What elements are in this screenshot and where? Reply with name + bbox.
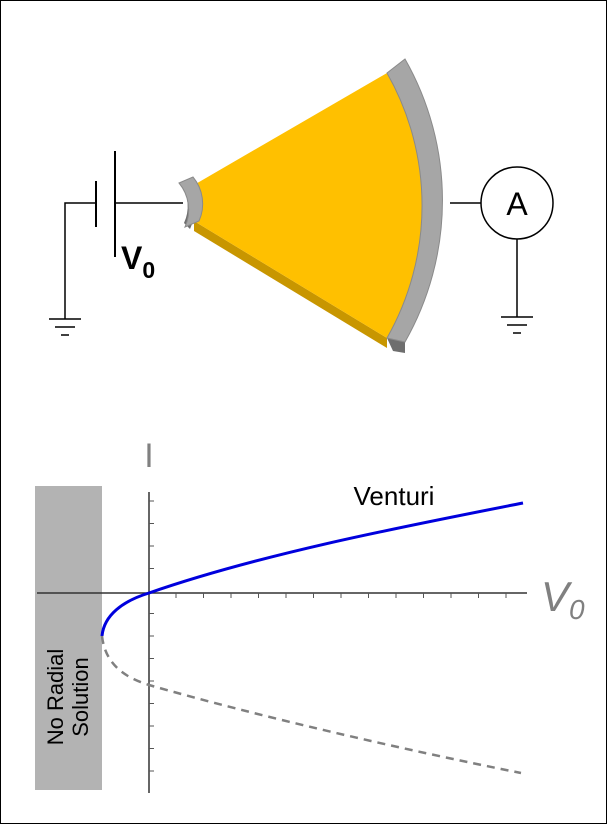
iv-plot: No Radial Solution I V0 Venturi <box>35 437 585 793</box>
curve-label-venturi: Venturi <box>354 481 435 511</box>
battery-symbol <box>95 151 116 257</box>
outer-electrode-side <box>387 338 405 353</box>
region-label-line1: No Radial <box>43 649 68 746</box>
inner-electrode <box>178 176 204 228</box>
region-label-line2: Solution <box>68 657 93 737</box>
left-ground-symbol <box>49 318 81 336</box>
ammeter-label: A <box>506 186 528 222</box>
solid-branch-curve <box>100 501 524 637</box>
x-axis-label: V0 <box>541 573 585 625</box>
y-axis-ticks <box>149 500 154 772</box>
ammeter-circle <box>480 166 554 240</box>
no-radial-solution-region <box>35 486 102 790</box>
circuit-diagram: V0 A <box>49 58 554 353</box>
right-ground-symbol <box>501 316 533 334</box>
source-wiring <box>64 202 183 319</box>
x-axis-ticks <box>175 593 507 598</box>
source-ground-wire <box>64 202 96 319</box>
outer-electrode <box>386 58 443 343</box>
ammeter-wiring <box>450 202 518 317</box>
sheet-side-edge <box>194 221 387 348</box>
conducting-sheet <box>187 73 423 338</box>
voltage-label: V0 <box>121 240 155 283</box>
dashed-branch-curve <box>100 635 522 775</box>
y-axis-label: I <box>144 437 153 475</box>
